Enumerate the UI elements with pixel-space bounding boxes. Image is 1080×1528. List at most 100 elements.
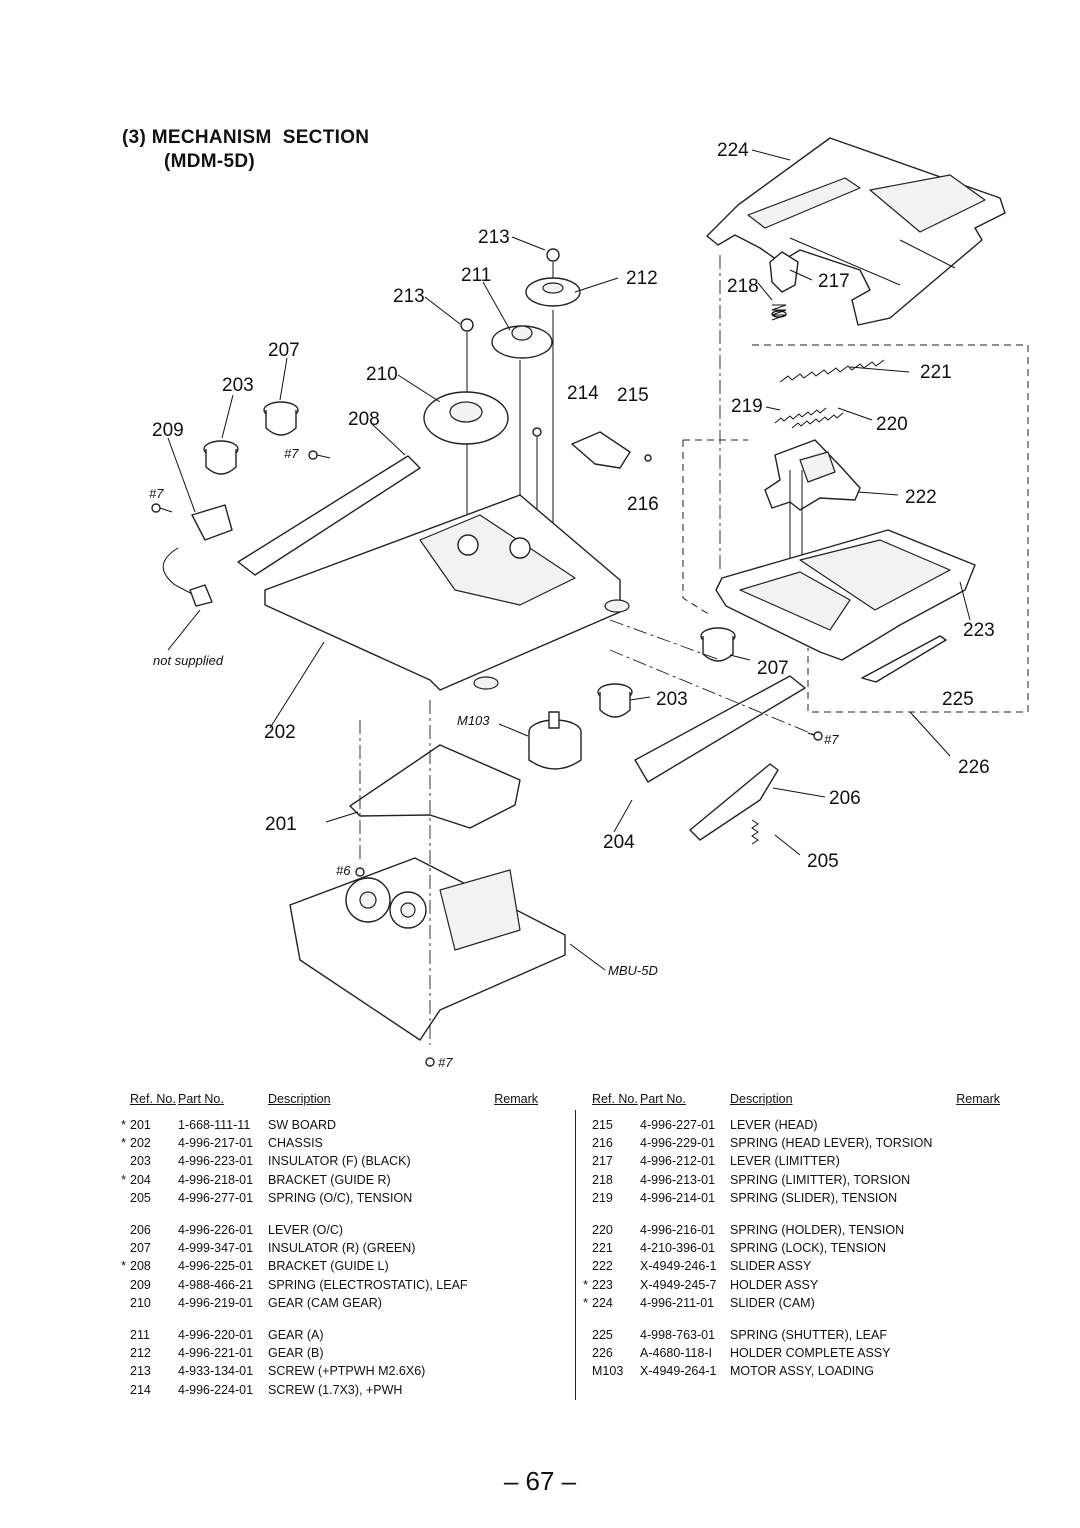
callout-225: 225 bbox=[942, 689, 974, 710]
cell-desc: INSULATOR (F) (BLACK) bbox=[268, 1154, 411, 1169]
cell-ref: 208 bbox=[130, 1259, 151, 1274]
cell-remark bbox=[940, 1344, 1000, 1362]
callout-207a: 207 bbox=[268, 340, 300, 361]
cell-ref: 220 bbox=[592, 1223, 613, 1238]
cell-part: 4-210-396-01 bbox=[640, 1241, 716, 1256]
cell-desc: SPRING (SLIDER), TENSION bbox=[730, 1190, 898, 1205]
cell-desc: SPRING (ELECTROSTATIC), LEAF bbox=[268, 1277, 468, 1292]
cell-remark bbox=[478, 1134, 538, 1152]
part-bracket-guide-r bbox=[634, 675, 806, 783]
cell-remark bbox=[478, 1239, 538, 1257]
header-ref: Ref. No. bbox=[592, 1092, 638, 1106]
cell-ref: 217 bbox=[592, 1154, 613, 1169]
cell-part: 4-996-213-01 bbox=[640, 1172, 716, 1187]
base-unit-label: MBU-5D bbox=[608, 963, 658, 978]
cell-mark bbox=[108, 1276, 130, 1294]
cell-part: 4-988-466-21 bbox=[178, 1277, 254, 1292]
cell-part: 4-996-277-01 bbox=[178, 1190, 254, 1205]
cell-desc: SLIDER (CAM) bbox=[730, 1295, 815, 1310]
cell-part: 4-996-223-01 bbox=[178, 1154, 254, 1169]
cell-ref: M103 bbox=[592, 1364, 624, 1379]
cell-ref: 226 bbox=[592, 1346, 613, 1361]
cell-remark bbox=[478, 1344, 538, 1362]
callout-209: 209 bbox=[152, 420, 184, 441]
cell-part: 4-996-214-01 bbox=[640, 1190, 716, 1205]
cell-part: X-4949-264-1 bbox=[640, 1364, 717, 1379]
cell-remark bbox=[940, 1116, 1000, 1134]
cell-part: X-4949-245-7 bbox=[640, 1277, 717, 1292]
cell-ref: 222 bbox=[592, 1259, 613, 1274]
cell-part: 4-999-347-01 bbox=[178, 1241, 254, 1256]
part-lever-limiter bbox=[769, 251, 799, 321]
cell-desc: INSULATOR (R) (GREEN) bbox=[268, 1241, 416, 1256]
callout-206: 206 bbox=[829, 788, 861, 809]
callout-202: 202 bbox=[264, 722, 296, 743]
cell-ref: 224 bbox=[592, 1295, 613, 1310]
leader-lines bbox=[167, 149, 971, 971]
cell-part: 4-996-221-01 bbox=[178, 1346, 254, 1361]
cell-mark bbox=[108, 1294, 130, 1312]
part-motor bbox=[528, 711, 582, 770]
callout-213b: 213 bbox=[393, 286, 425, 307]
part-chassis bbox=[264, 494, 630, 691]
cell-part: 1-668-111-11 bbox=[178, 1118, 251, 1133]
cell-mark bbox=[570, 1221, 592, 1239]
part-slider-assy bbox=[764, 439, 861, 610]
cell-remark bbox=[478, 1380, 538, 1398]
screw-label-d: #6 bbox=[336, 863, 351, 878]
cell-mark bbox=[570, 1326, 592, 1344]
cell-desc: GEAR (CAM GEAR) bbox=[268, 1295, 382, 1310]
cell-ref: 212 bbox=[130, 1346, 151, 1361]
cell-remark bbox=[940, 1189, 1000, 1207]
cell-ref: 214 bbox=[130, 1382, 151, 1397]
cell-desc: SLIDER ASSY bbox=[730, 1259, 812, 1274]
cell-mark bbox=[108, 1152, 130, 1170]
header-part: Part No. bbox=[178, 1092, 224, 1106]
header-remark: Remark bbox=[956, 1092, 1000, 1106]
cell-mark bbox=[570, 1189, 592, 1207]
cell-desc: HOLDER ASSY bbox=[730, 1277, 819, 1292]
cell-part: X-4949-246-1 bbox=[640, 1259, 717, 1274]
cell-remark bbox=[940, 1221, 1000, 1239]
callout-217: 217 bbox=[818, 271, 850, 292]
cell-mark bbox=[108, 1326, 130, 1344]
cell-desc: SCREW (+PTPWH M2.6X6) bbox=[268, 1364, 426, 1379]
cell-desc: SPRING (HEAD LEVER), TORSION bbox=[730, 1136, 933, 1151]
callout-210: 210 bbox=[366, 364, 398, 385]
cell-mark: * bbox=[121, 1259, 126, 1274]
screw-label-e: #7 bbox=[438, 1055, 453, 1070]
screw-label-b: #7 bbox=[149, 486, 164, 501]
cell-ref: 225 bbox=[592, 1327, 613, 1342]
cell-part: 4-996-220-01 bbox=[178, 1327, 254, 1342]
part-base-unit bbox=[289, 857, 566, 1041]
parts-table-right: Ref. No. Part No. Description Remark 215… bbox=[570, 1088, 1000, 1380]
cell-ref: 213 bbox=[130, 1364, 151, 1379]
header-remark: Remark bbox=[494, 1092, 538, 1106]
cell-desc: GEAR (A) bbox=[268, 1327, 324, 1342]
cell-desc: SPRING (SHUTTER), LEAF bbox=[730, 1327, 887, 1342]
part-springs bbox=[774, 359, 885, 429]
cell-remark bbox=[478, 1221, 538, 1239]
cell-part: 4-996-212-01 bbox=[640, 1154, 716, 1169]
cell-remark bbox=[940, 1362, 1000, 1380]
cell-remark bbox=[478, 1276, 538, 1294]
cell-remark bbox=[940, 1326, 1000, 1344]
cell-remark bbox=[940, 1134, 1000, 1152]
part-insulators bbox=[203, 401, 736, 718]
cell-mark bbox=[570, 1171, 592, 1189]
header-part: Part No. bbox=[640, 1092, 686, 1106]
cell-mark bbox=[108, 1362, 130, 1380]
part-bracket-guide-l bbox=[237, 455, 421, 576]
